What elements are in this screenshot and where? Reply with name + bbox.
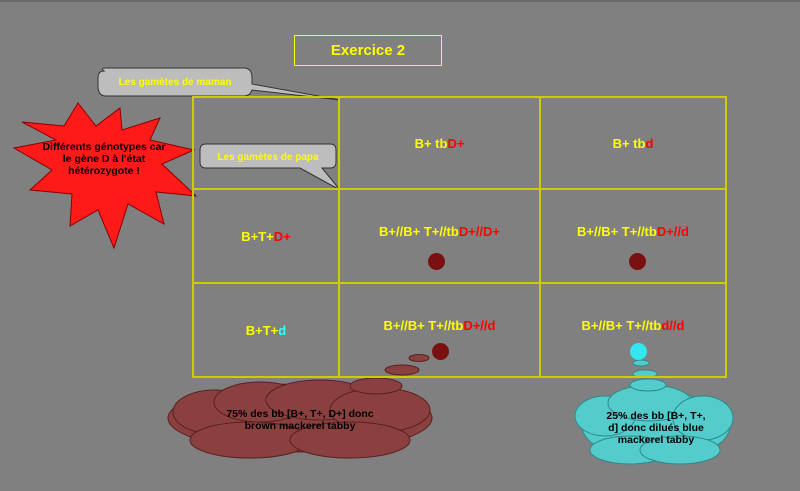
maman-callout-shape xyxy=(97,67,341,101)
row-header-2-allele: d xyxy=(278,322,287,338)
cell-2-2-genotype: B+//B+ T+//tb xyxy=(581,318,662,333)
header-cell-2-genotype: B+ tb xyxy=(612,135,646,151)
cell-2-2-allele: d//d xyxy=(661,318,685,333)
papa-callout: Les gamètes de papa xyxy=(217,151,319,163)
blue-cloud xyxy=(574,359,734,465)
row-header-1-genotype: B+T+ xyxy=(241,228,274,244)
maman-callout: Les gamètes de maman xyxy=(118,76,232,88)
explosion-star xyxy=(12,102,198,250)
row-header-2-genotype: B+T+ xyxy=(245,322,279,338)
header-cell-1: B+ tb D+ xyxy=(338,96,541,190)
brown-dot-3 xyxy=(432,343,449,360)
cell-1-1-allele: D+//D+ xyxy=(458,224,500,239)
brown-cloud xyxy=(167,354,433,459)
brown-dot-2 xyxy=(629,253,646,270)
header-cell-2-allele: d xyxy=(645,135,654,151)
row-header-1: B+T+ D+ xyxy=(192,188,340,284)
brown-cloud-text: 75% des bb [B+, T+, D+] donc brown macke… xyxy=(226,408,374,432)
papa-callout-shape xyxy=(199,143,341,191)
brown-dot-1 xyxy=(428,253,445,270)
cell-1-2: B+//B+ T+//tb D+//d xyxy=(539,188,727,284)
row-header-2: B+T+ d xyxy=(192,282,340,378)
cell-2-1-allele: D+//d xyxy=(463,318,496,333)
cell-1-1-genotype: B+//B+ T+//tb xyxy=(378,224,459,239)
cell-2-1: B+//B+ T+//tb D+//d xyxy=(338,282,541,378)
blue-dot xyxy=(630,343,647,360)
exercise-title: Exercice 2 xyxy=(294,35,442,66)
blue-cloud-text: 25% des bb [B+, T+, d] donc dilués blue … xyxy=(606,410,706,446)
cell-2-1-genotype: B+//B+ T+//tb xyxy=(383,318,464,333)
cell-1-2-genotype: B+//B+ T+//tb xyxy=(577,224,657,239)
header-cell-1-allele: D+ xyxy=(447,135,465,151)
cell-1-2-allele: D+//d xyxy=(656,224,689,239)
header-cell-1-genotype: B+ tb xyxy=(414,135,448,151)
cell-2-2: B+//B+ T+//tb d//d xyxy=(539,282,727,378)
header-cell-2: B+ tb d xyxy=(539,96,727,190)
star-callout-text: Différents génotypes car le gène D à l'é… xyxy=(42,141,166,177)
cell-1-1: B+//B+ T+//tb D+//D+ xyxy=(338,188,541,284)
row-header-1-allele: D+ xyxy=(273,228,291,244)
top-border xyxy=(0,0,800,2)
